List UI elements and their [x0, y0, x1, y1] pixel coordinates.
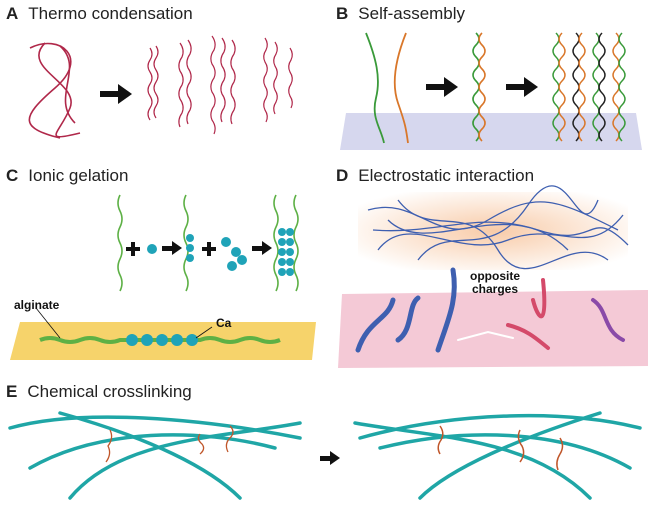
arrow-right-icon: [252, 241, 272, 255]
panel-title-text: Self-assembly: [358, 4, 466, 23]
panel-title-text: Ionic gelation: [28, 166, 129, 185]
panel-d-illustration: [338, 185, 648, 368]
panel-d-title: D Electrostatic interaction: [336, 166, 534, 186]
arrow-right-icon: [426, 77, 458, 97]
panel-b-illustration: [340, 32, 642, 150]
panel-e-illustration: [8, 411, 642, 500]
panel-c-title: C Ionic gelation: [6, 166, 128, 186]
alginate-label: alginate: [14, 298, 60, 312]
panel-a-illustration: [28, 35, 293, 139]
arrow-right-icon: [506, 77, 538, 97]
opposite-label-line1: opposite: [470, 269, 520, 283]
panel-title-text: Thermo condensation: [28, 4, 193, 23]
arrow-right-icon: [320, 451, 340, 465]
arrow-right-icon: [100, 84, 132, 104]
panel-title-text: Electrostatic interaction: [358, 166, 535, 185]
opposite-charges-label: opposite charges: [470, 270, 520, 296]
panel-b-title: B Self-assembly: [336, 4, 465, 24]
calcium-label: Ca: [216, 316, 232, 330]
panel-letter: E: [6, 382, 18, 401]
panel-letter: A: [6, 4, 19, 23]
panel-title-text: Chemical crosslinking: [27, 382, 192, 401]
plus-icon: [126, 242, 140, 256]
panel-a-title: A Thermo condensation: [6, 4, 193, 24]
plus-icon: [202, 242, 216, 256]
arrow-right-icon: [162, 241, 182, 255]
panel-c-illustration: [10, 194, 316, 360]
panel-letter: C: [6, 166, 19, 185]
opposite-label-line2: charges: [471, 282, 519, 296]
panel-e-title: E Chemical crosslinking: [6, 382, 192, 402]
panel-letter: B: [336, 4, 349, 23]
panel-letter: D: [336, 166, 349, 185]
